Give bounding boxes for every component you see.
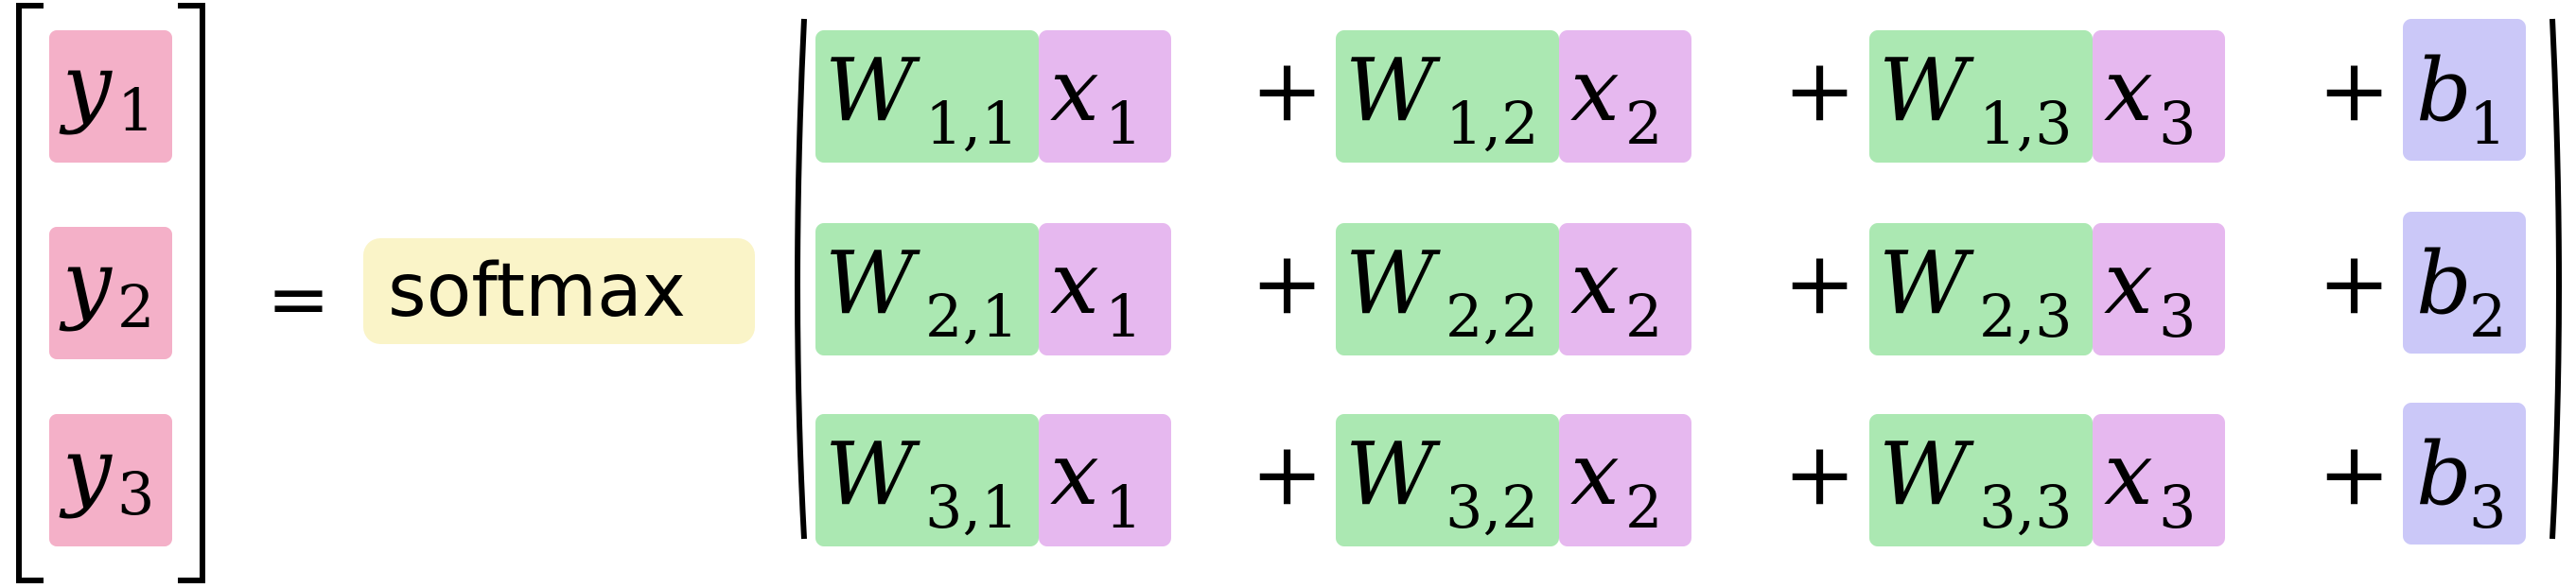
input-highlight [2093,30,2225,163]
input-highlight [2093,414,2225,546]
weight-index: 1,3 [1979,89,2073,158]
weight-symbol: W [825,40,920,141]
output-symbol: y [59,419,113,520]
input-highlight [1039,414,1171,546]
input-index: 3 [2159,89,2196,158]
plus-sign: + [1251,233,1323,334]
output-entry-1: y 1 [49,30,172,163]
input-index: 3 [2159,282,2196,351]
input-index: 1 [1105,473,1142,542]
bias-index: 3 [2469,473,2506,542]
output-bracket-right [178,3,205,583]
equals-sign: = [267,255,330,343]
output-symbol: y [59,232,113,333]
plus-sign: + [1251,40,1323,141]
output-highlight [49,227,172,359]
weight-index: 3,1 [925,473,1019,542]
weight-index: 1,2 [1446,89,1539,158]
input-symbol: x [1050,40,1099,141]
plus-sign: + [1251,424,1323,525]
weight-highlight [815,414,1039,546]
plus-sign: + [2318,40,2391,141]
input-symbol: x [2104,233,2153,334]
plus-sign: + [1783,233,1856,334]
weight-highlight [815,223,1039,355]
output-entry-3: y 3 [49,414,172,546]
plus-sign: + [1783,40,1856,141]
input-symbol: x [1050,424,1099,525]
input-symbol: x [2104,424,2153,525]
output-entry-2: y 2 [49,227,172,359]
weight-index: 3,2 [1446,473,1539,542]
input-symbol: x [1570,424,1620,525]
bias-highlight [2403,212,2526,354]
weight-symbol: W [1345,40,1441,141]
output-bracket-left [16,3,44,583]
input-index: 1 [1105,282,1142,351]
input-highlight [2093,223,2225,355]
input-index: 2 [1625,282,1662,351]
weight-symbol: W [1879,40,1974,141]
input-highlight [1039,30,1171,163]
weight-index: 1,1 [925,89,1019,158]
weight-highlight [1336,30,1559,163]
weight-highlight [1869,30,2093,163]
weight-highlight [1336,414,1559,546]
input-highlight [1559,223,1691,355]
weight-index: 2,2 [1446,282,1539,351]
input-highlight [1559,30,1691,163]
bias-index: 2 [2469,282,2506,351]
input-symbol: x [1570,40,1620,141]
weight-highlight [1869,223,2093,355]
input-highlight [1559,414,1691,546]
input-index: 3 [2159,473,2196,542]
paren-left [795,18,807,540]
input-index: 2 [1625,473,1662,542]
weight-index: 2,1 [925,282,1019,351]
plus-sign: + [1783,424,1856,525]
output-highlight [49,414,172,546]
bias-symbol: b [2416,40,2472,141]
output-highlight [49,30,172,163]
weight-highlight [1336,223,1559,355]
output-index: 2 [117,272,154,341]
bias-highlight [2403,19,2526,161]
function-label: softmax [388,249,686,334]
weight-index: 2,3 [1979,282,2073,351]
weight-symbol: W [1879,233,1974,334]
paren-right [2550,18,2562,540]
input-index: 2 [1625,89,1662,158]
input-symbol: x [1570,233,1620,334]
weight-highlight [1869,414,2093,546]
weight-symbol: W [1345,424,1441,525]
bias-symbol: b [2416,233,2472,334]
weight-symbol: W [1879,424,1974,525]
weight-highlight [815,30,1039,163]
input-symbol: x [1050,233,1099,334]
output-index: 1 [117,76,154,145]
weight-symbol: W [1345,233,1441,334]
output-index: 3 [117,459,154,528]
input-symbol: x [2104,40,2153,141]
softmax-function: softmax [363,238,755,344]
bias-symbol: b [2416,424,2472,525]
input-highlight [1039,223,1171,355]
bias-index: 1 [2469,89,2506,158]
weight-symbol: W [825,424,920,525]
plus-sign: + [2318,233,2391,334]
input-index: 1 [1105,89,1142,158]
bias-highlight [2403,403,2526,545]
weight-index: 3,3 [1979,473,2073,542]
weight-symbol: W [825,233,920,334]
plus-sign: + [2318,424,2391,525]
output-symbol: y [59,35,113,136]
function-highlight [363,238,755,344]
